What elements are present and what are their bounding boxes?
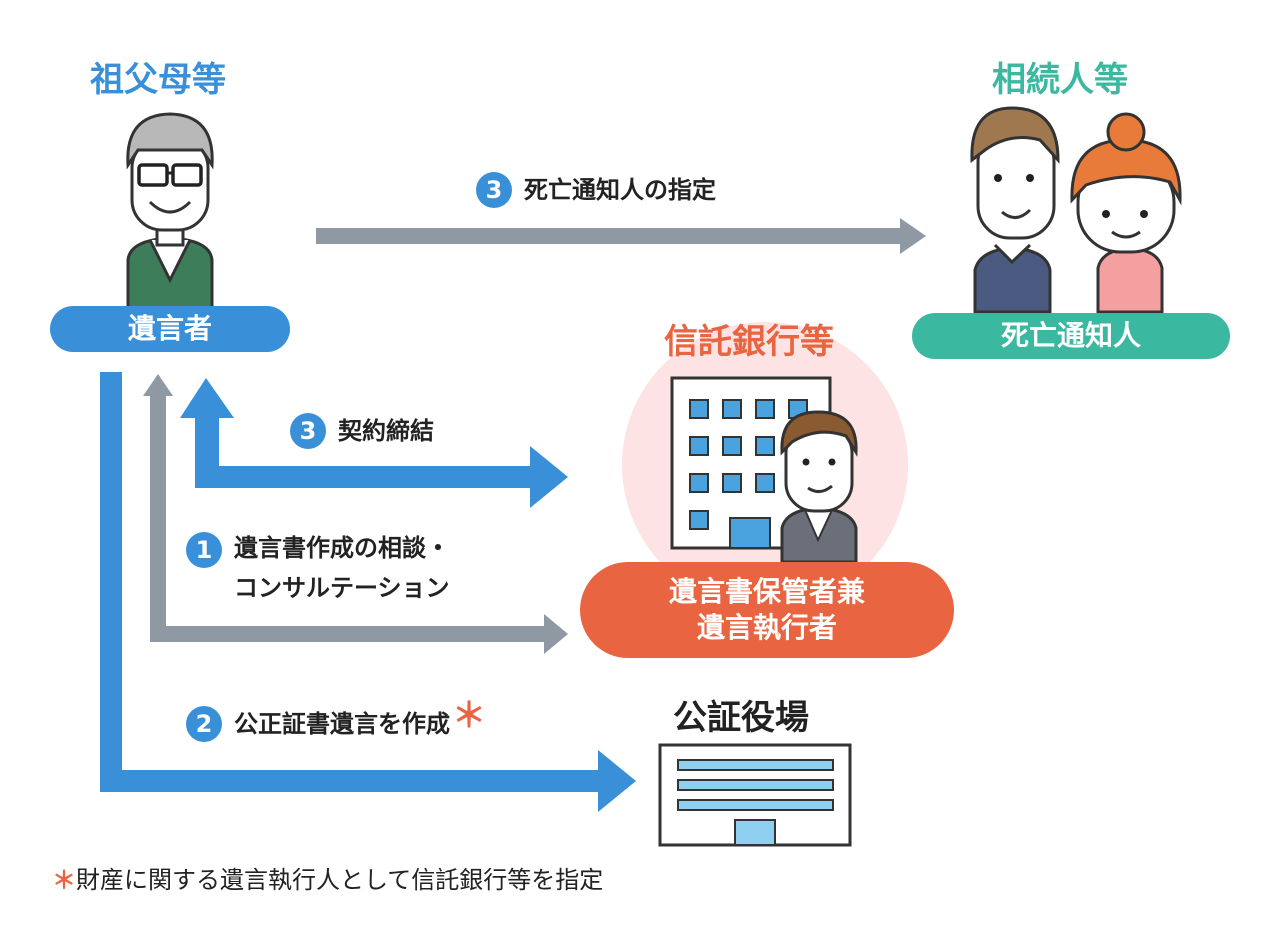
executor-label-line1: 遺言書保管者兼 (668, 575, 865, 608)
title-heirs: 相続人等 (992, 60, 1128, 100)
step-text: 公正証書遺言を作成 (234, 710, 450, 738)
footnote-text: 財産に関する遺言執行人として信託銀行等を指定 (76, 866, 604, 894)
step-text-line2: コンサルテーション (234, 574, 450, 602)
step-contract: 3 契約締結 (290, 413, 434, 449)
arrow-contract (180, 378, 568, 508)
step-death-notice: 3 死亡通知人の指定 (476, 172, 716, 208)
arrow-notarial (100, 372, 636, 812)
executor-label-line2: 遺言執行者 (696, 611, 837, 644)
asterisk-mark: ＊ (452, 696, 486, 736)
footnote-asterisk: ＊ (52, 866, 76, 894)
grandfather-illustration (126, 112, 214, 312)
step-text-line1: 遺言書作成の相談・ (234, 534, 450, 562)
daughter-illustration (1070, 112, 1182, 314)
executor-label: 遺言書保管者兼 遺言執行者 (580, 562, 954, 658)
title-trust-bank: 信託銀行等 (664, 322, 834, 362)
notary-office-illustration (658, 743, 852, 847)
death-notice-person-label: 死亡通知人 (912, 313, 1230, 359)
step-notarial: 2 公正証書遺言を作成 ＊ (186, 696, 486, 742)
step-text: 契約締結 (338, 417, 434, 445)
son-illustration (970, 106, 1060, 314)
testator-label: 遺言者 (50, 306, 290, 352)
title-notary-office: 公証役場 (673, 698, 809, 738)
title-grandparents: 祖父母等 (90, 60, 226, 100)
footnote: ＊財産に関する遺言執行人として信託銀行等を指定 (52, 860, 603, 895)
step-number-badge: 2 (186, 706, 222, 742)
step-text: 死亡通知人の指定 (524, 176, 716, 204)
arrow-death-notice (316, 218, 926, 254)
step-number-badge: 3 (290, 413, 326, 449)
step-number-badge: 1 (186, 532, 222, 568)
arrow-consult (143, 374, 568, 654)
step-number-badge: 3 (476, 172, 512, 208)
step-consult: 1 遺言書作成の相談・ コンサルテーション (186, 528, 450, 608)
bank-illustration (622, 322, 908, 608)
